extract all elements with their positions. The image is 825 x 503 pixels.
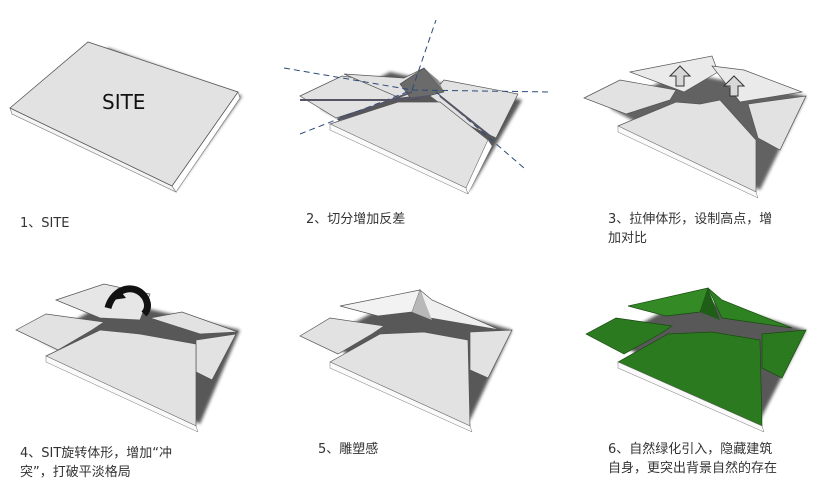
step-5-caption: 5、雕塑感 bbox=[318, 440, 518, 459]
panel-2-cut bbox=[284, 20, 552, 194]
green-piece bbox=[762, 330, 806, 378]
panel-4-rotate bbox=[16, 284, 240, 432]
step-6-caption: 6、自然绿化引入，隐藏建筑 自身，更突出背景自然的存在 bbox=[608, 440, 822, 478]
panel-6-green bbox=[586, 288, 806, 432]
panel-1-site: SITE bbox=[10, 42, 242, 192]
slab-piece bbox=[340, 290, 420, 316]
green-piece bbox=[628, 288, 708, 316]
step-1-caption: 1、SITE bbox=[20, 214, 260, 233]
site-label: SITE bbox=[102, 90, 145, 114]
panel-5-sculpture bbox=[300, 290, 512, 432]
step-4-caption: 4、SIT旋转体形，增加“冲 突”，打破平淡格局 bbox=[20, 444, 260, 482]
slab-piece bbox=[470, 330, 512, 378]
step-2-caption: 2、切分增加反差 bbox=[306, 210, 546, 229]
step-3-caption: 3、拉伸体形，设制高点，增 加对比 bbox=[608, 210, 808, 248]
panel-3-extrude bbox=[584, 56, 806, 198]
